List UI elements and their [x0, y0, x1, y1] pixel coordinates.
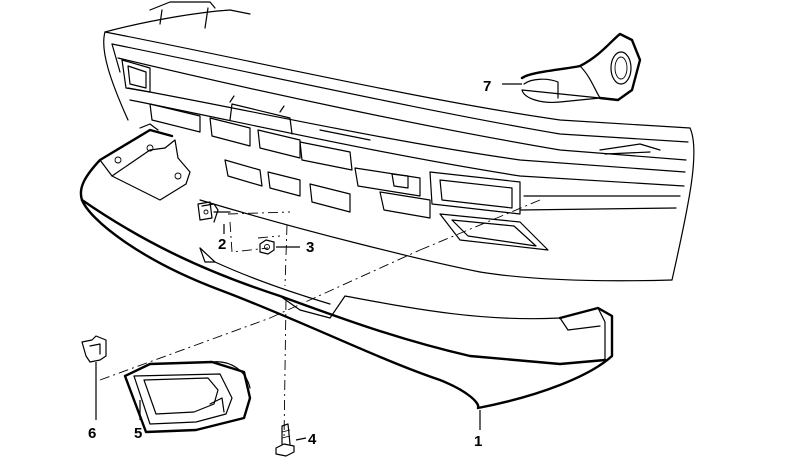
- front-spoiler: [79, 123, 614, 410]
- upper-air-duct: [520, 32, 642, 103]
- callout-2: 2: [218, 236, 226, 253]
- callout-6: 6: [88, 425, 96, 442]
- bolt: [275, 423, 295, 457]
- callouts: 7 2 3 4 1 6 5: [88, 78, 491, 450]
- callout-4: 4: [308, 431, 317, 448]
- leader-lines: [95, 83, 522, 441]
- hex-nut: [259, 239, 275, 255]
- air-duct: [123, 360, 252, 434]
- callout-7: 7: [483, 78, 491, 95]
- callout-5: 5: [134, 425, 142, 442]
- front-bumper-assembly: [103, 1, 695, 282]
- callout-1: 1: [474, 433, 482, 450]
- clip-nut: [197, 201, 231, 223]
- clip: [81, 335, 107, 363]
- assembly-lines: [99, 199, 541, 441]
- callout-3: 3: [306, 239, 314, 256]
